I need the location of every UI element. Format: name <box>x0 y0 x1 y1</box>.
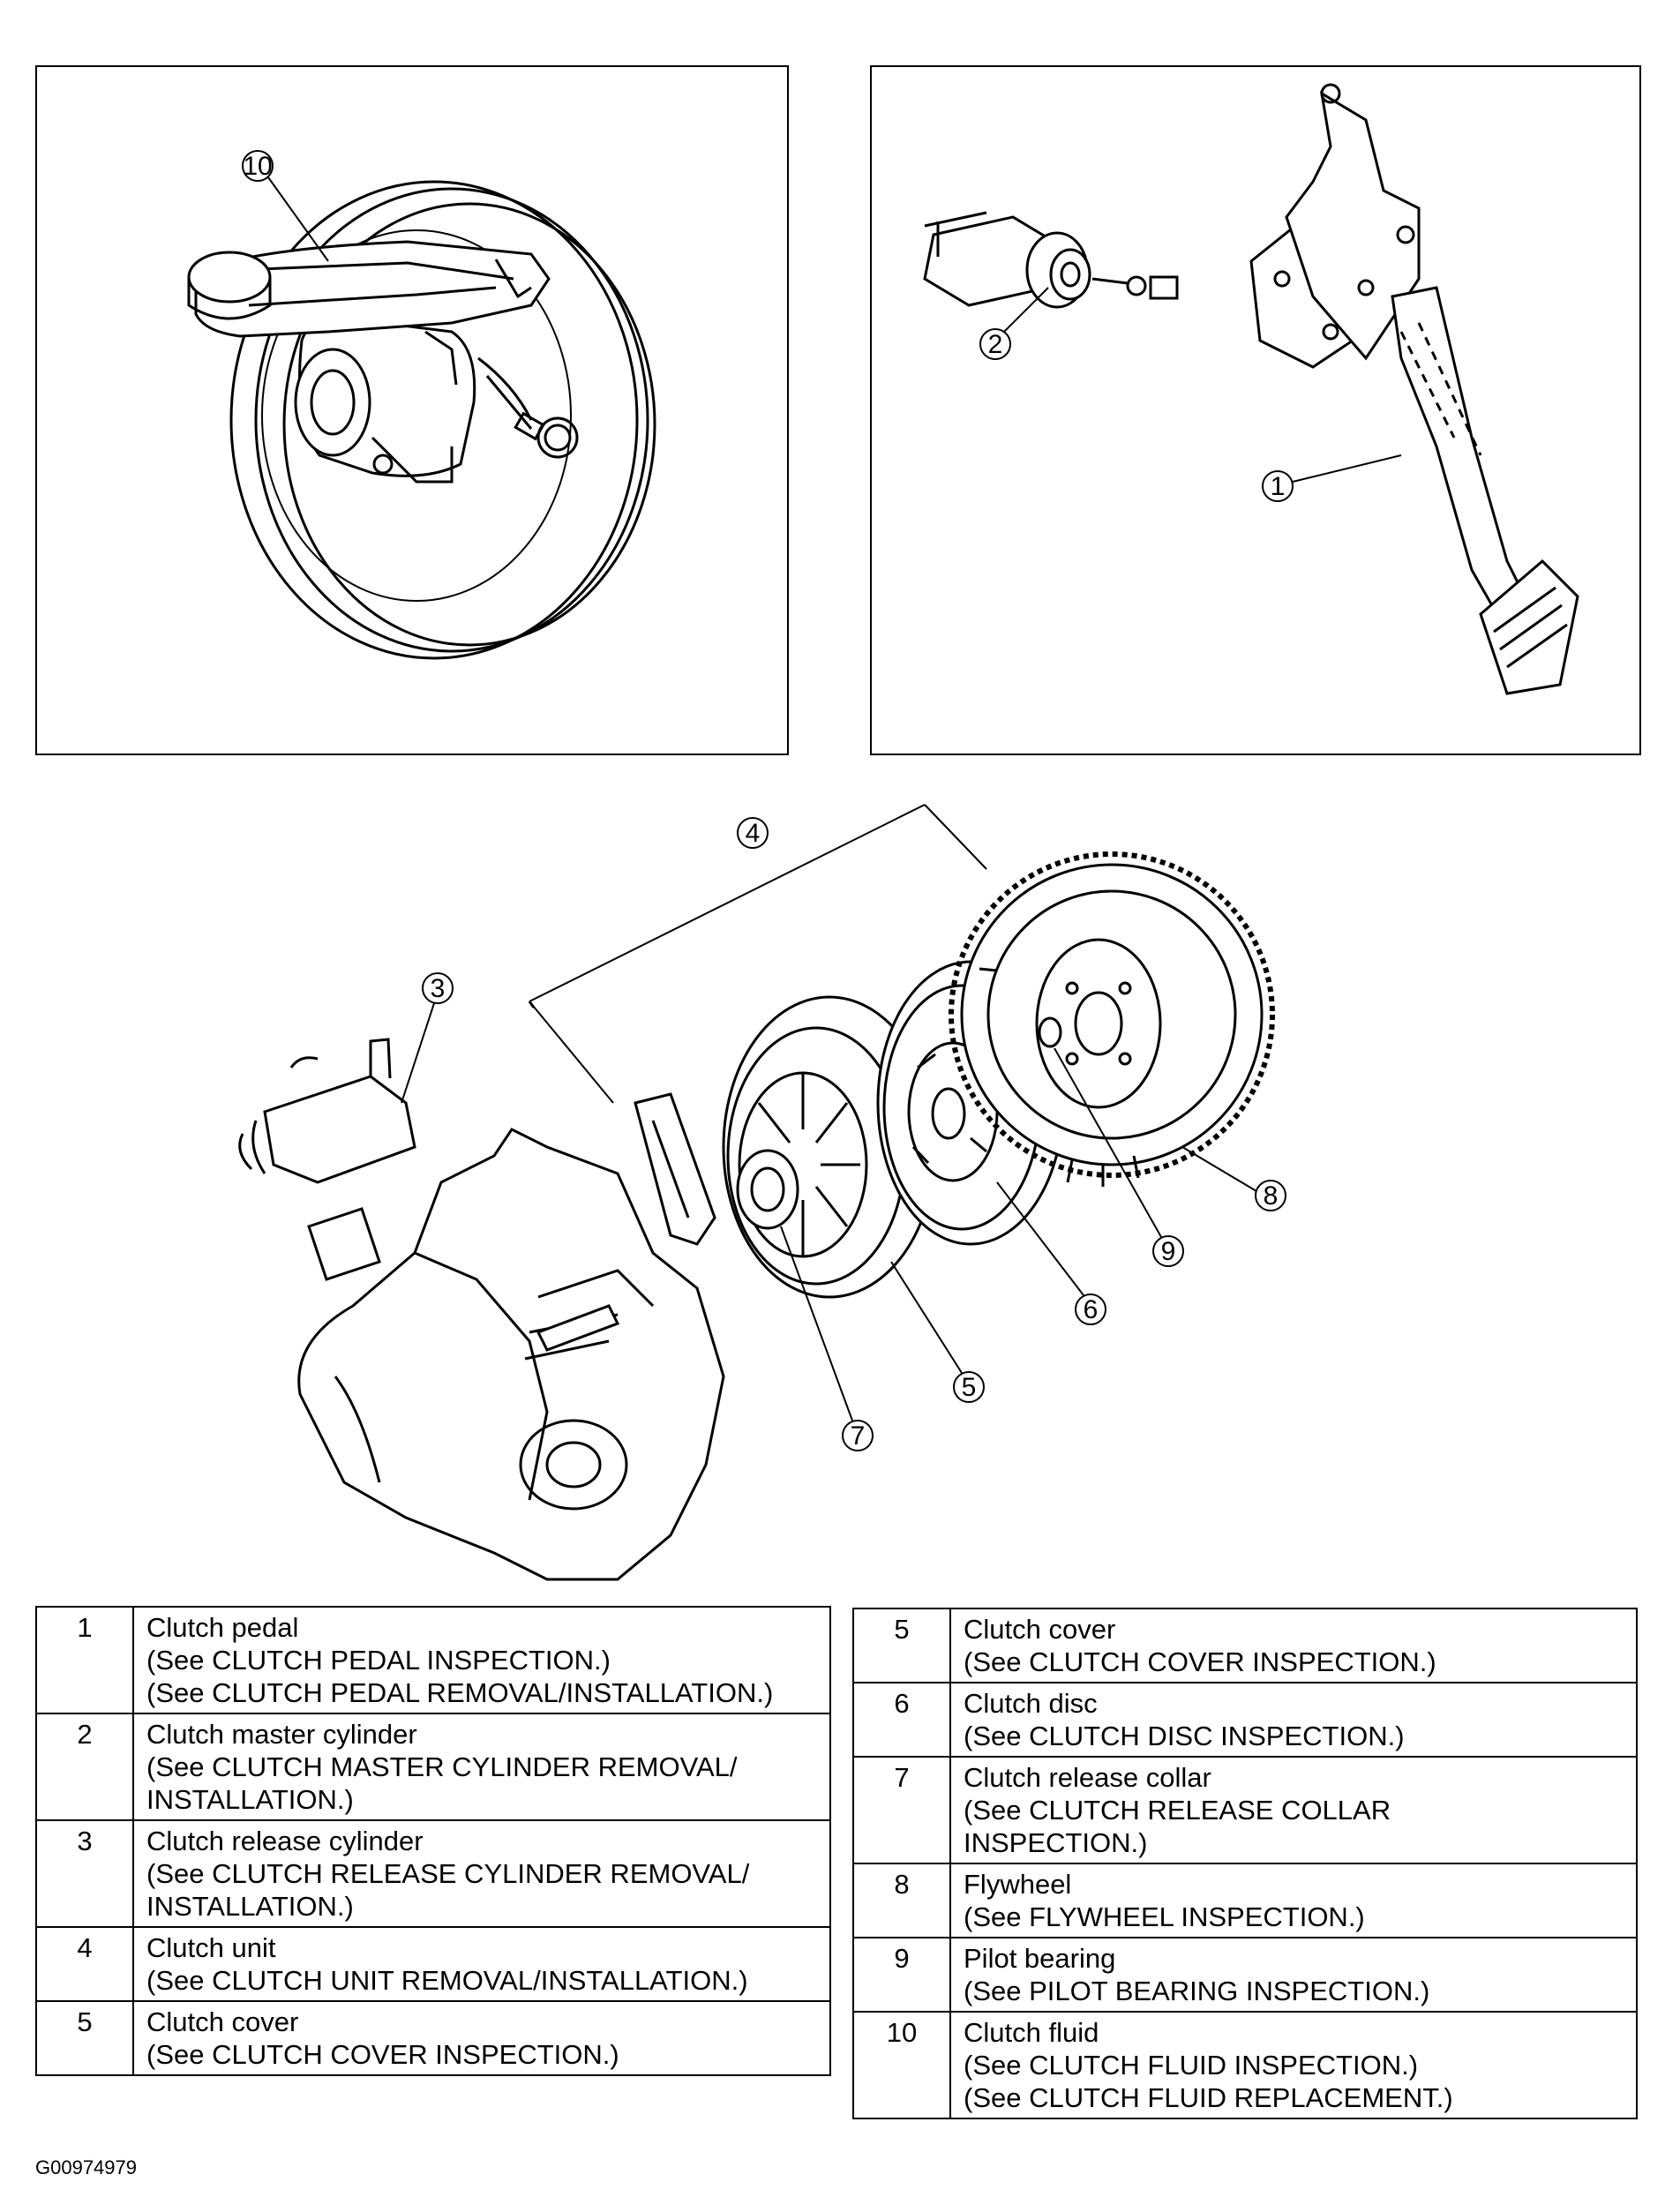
part-reference: INSTALLATION.) <box>146 1784 354 1815</box>
part-reference: (See CLUTCH DISC INSPECTION.) <box>964 1721 1405 1751</box>
part-reference: (See PILOT BEARING INSPECTION.) <box>964 1976 1430 2006</box>
part-description: Clutch release cylinder(See CLUTCH RELEA… <box>132 1819 831 1928</box>
part-name: Clutch release cylinder <box>146 1826 424 1856</box>
part-reference: (See CLUTCH RELEASE COLLAR <box>964 1795 1391 1826</box>
part-number: 8 <box>852 1863 951 1938</box>
part-reference: (See CLUTCH FLUID INSPECTION.) <box>964 2050 1419 2081</box>
svg-text:3: 3 <box>431 974 446 1003</box>
callout-2: 2 <box>979 287 1049 360</box>
svg-text:5: 5 <box>962 1373 977 1402</box>
svg-text:10: 10 <box>243 152 272 181</box>
callout-8: 8 <box>1181 1146 1286 1211</box>
part-reference: (See CLUTCH COVER INSPECTION.) <box>964 1646 1436 1677</box>
callout-10: 10 <box>242 150 329 262</box>
part-name: Clutch cover <box>146 2006 299 2037</box>
callout-5: 5 <box>890 1261 985 1403</box>
part-description: Clutch unit(See CLUTCH UNIT REMOVAL/INST… <box>132 1926 831 2002</box>
callout-6: 6 <box>996 1181 1106 1325</box>
clutch-pedal-illustration: 2 1 <box>923 83 1579 695</box>
part-number: 1 <box>35 1606 134 1714</box>
callout-4: 4 <box>737 817 769 849</box>
part-description: Clutch fluid(See CLUTCH FLUID INSPECTION… <box>949 2011 1638 2119</box>
part-reference: (See CLUTCH RELEASE CYLINDER REMOVAL/ <box>146 1858 750 1889</box>
callout-7: 7 <box>780 1226 874 1451</box>
part-name: Pilot bearing <box>964 1943 1116 1974</box>
part-description: Flywheel(See FLYWHEEL INSPECTION.) <box>949 1863 1638 1938</box>
part-reference: INSTALLATION.) <box>146 1891 354 1922</box>
part-description: Clutch cover(See CLUTCH COVER INSPECTION… <box>949 1608 1638 1683</box>
svg-text:7: 7 <box>851 1421 866 1451</box>
part-number: 5 <box>35 2000 134 2076</box>
part-name: Clutch disc <box>964 1688 1098 1719</box>
part-name: Clutch unit <box>146 1932 276 1963</box>
part-number: 4 <box>35 1926 134 2002</box>
part-number: 3 <box>35 1819 134 1928</box>
part-name: Clutch master cylinder <box>146 1719 417 1750</box>
part-reference: (See CLUTCH MASTER CYLINDER REMOVAL/ <box>146 1751 738 1782</box>
part-number: 2 <box>35 1713 134 1821</box>
part-reference: (See CLUTCH COVER INSPECTION.) <box>146 2039 619 2070</box>
part-description: Clutch disc(See CLUTCH DISC INSPECTION.) <box>949 1682 1638 1758</box>
illustration-panel-booster: 10 <box>35 65 789 755</box>
part-number: 9 <box>852 1937 951 2013</box>
callout-3: 3 <box>401 972 454 1104</box>
part-description: Clutch release collar(See CLUTCH RELEASE… <box>949 1756 1638 1864</box>
part-number: 7 <box>852 1756 951 1864</box>
svg-text:2: 2 <box>988 330 1003 359</box>
part-reference: (See CLUTCH PEDAL INSPECTION.) <box>146 1645 611 1676</box>
part-reference: (See CLUTCH PEDAL REMOVAL/INSTALLATION.) <box>146 1677 774 1708</box>
part-description: Clutch cover(See CLUTCH COVER INSPECTION… <box>132 2000 831 2076</box>
part-number: 5 <box>852 1608 951 1683</box>
part-name: Clutch release collar <box>964 1762 1211 1793</box>
part-number: 6 <box>852 1682 951 1758</box>
part-description: Pilot bearing(See PILOT BEARING INSPECTI… <box>949 1937 1638 2013</box>
svg-text:4: 4 <box>746 819 761 848</box>
part-reference: (See FLYWHEEL INSPECTION.) <box>964 1901 1365 1932</box>
part-reference: (See CLUTCH FLUID REPLACEMENT.) <box>964 2082 1453 2113</box>
callout-1: 1 <box>1262 454 1402 502</box>
callout-9: 9 <box>1054 1047 1184 1267</box>
svg-text:9: 9 <box>1161 1237 1176 1266</box>
part-reference: INSPECTION.) <box>964 1827 1148 1858</box>
part-description: Clutch pedal(See CLUTCH PEDAL INSPECTION… <box>132 1606 831 1714</box>
svg-text:8: 8 <box>1264 1181 1279 1211</box>
part-name: Flywheel <box>964 1869 1072 1900</box>
part-name: Clutch pedal <box>146 1612 299 1643</box>
part-name: Clutch fluid <box>964 2017 1099 2048</box>
figure-id: G00974979 <box>35 2156 137 2178</box>
part-name: Clutch cover <box>964 1614 1116 1645</box>
part-number: 10 <box>852 2011 951 2119</box>
illustration-panel-pedal: 2 1 <box>870 65 1641 755</box>
svg-text:6: 6 <box>1084 1295 1099 1324</box>
part-reference: (See CLUTCH UNIT REMOVAL/INSTALLATION.) <box>146 1965 748 1996</box>
part-description: Clutch master cylinder(See CLUTCH MASTER… <box>132 1713 831 1821</box>
svg-text:1: 1 <box>1271 472 1286 501</box>
brake-booster-illustration: 10 <box>187 150 656 660</box>
